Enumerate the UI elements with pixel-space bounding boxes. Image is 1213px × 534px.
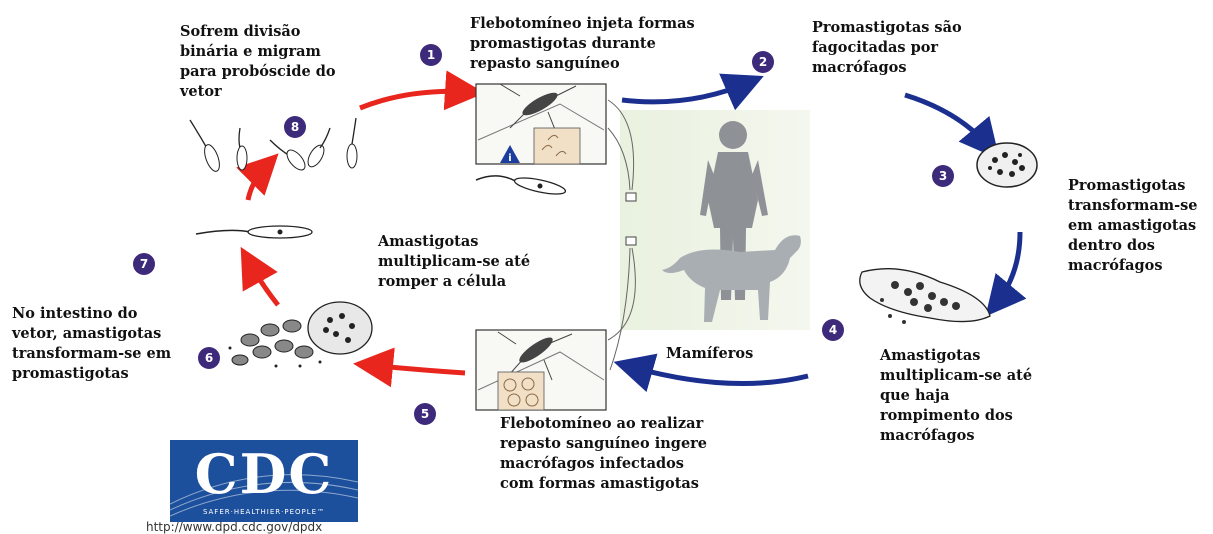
arrow-3-to-4	[995, 232, 1020, 305]
mammal-host-illustration	[620, 110, 810, 330]
label-host-mammals: Mamíferos	[666, 344, 753, 364]
arrow-6-to-7	[248, 260, 278, 305]
ruptured-macrophage-drawing	[229, 302, 373, 368]
cdc-url[interactable]: http://www.dpd.cdc.gov/dpdx	[146, 520, 322, 534]
infected-macrophage-drawing	[977, 143, 1037, 187]
arrow-2-to-3	[905, 95, 990, 148]
cdc-tagline: SAFER·HEALTHIER·PEOPLE™	[170, 508, 358, 516]
step-number-8: 8	[284, 116, 306, 138]
step-number-2: 2	[752, 51, 774, 73]
cdc-logo-text: CDC	[170, 444, 358, 504]
dividing-promastigotes-drawing	[190, 118, 357, 173]
arrow-1-to-2	[622, 82, 750, 102]
step-number-1: 1	[420, 44, 442, 66]
step-number-7: 7	[133, 253, 155, 275]
step-number-5: 5	[414, 403, 436, 425]
promastigote-drawing	[476, 175, 567, 198]
svg-text:i: i	[508, 153, 511, 164]
amastigote-multiplication-drawing	[860, 269, 990, 324]
sandfly-panel-bottom	[476, 330, 606, 410]
arrow-8-to-1	[360, 91, 470, 108]
step-number-6: 6	[198, 347, 220, 369]
step-number-3: 3	[932, 165, 954, 187]
step-number-4: 4	[822, 319, 844, 341]
arrow-5-to-6	[368, 365, 465, 373]
arrow-4-to-5	[628, 366, 808, 384]
cdc-logo: CDC SAFER·HEALTHIER·PEOPLE™	[170, 440, 358, 522]
transforming-promastigote-drawing	[196, 226, 312, 238]
arrow-7-to-8	[248, 164, 268, 200]
sandfly-panel-top	[476, 84, 606, 164]
